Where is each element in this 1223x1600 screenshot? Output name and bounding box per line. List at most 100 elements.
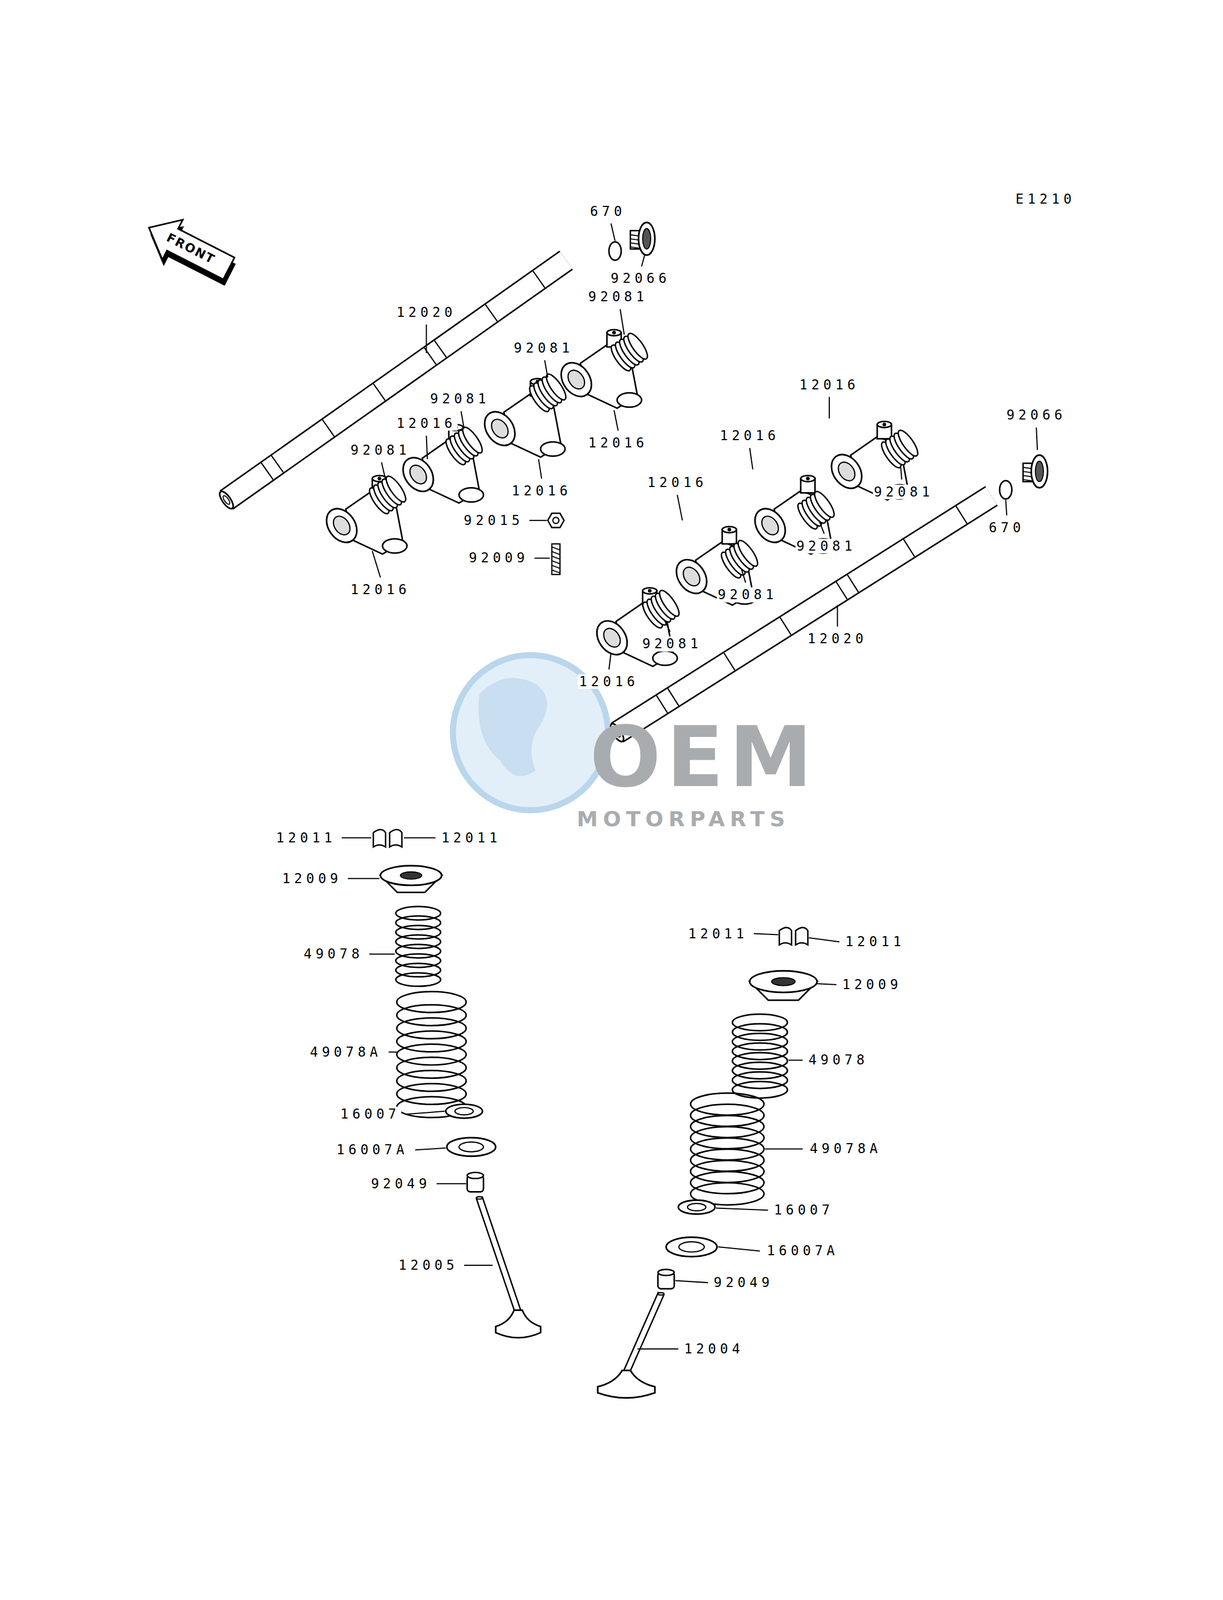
shaft-spring <box>526 371 569 414</box>
plug-symbol <box>1023 455 1048 488</box>
rocker-shaft <box>217 259 567 511</box>
rocker-bore <box>758 513 782 539</box>
valve-stem <box>476 1196 521 1313</box>
rocker-boss <box>670 553 714 599</box>
callout-number: 12005 <box>397 1257 460 1273</box>
shaft-groove <box>836 581 848 599</box>
callout-number: 92081 <box>716 587 779 602</box>
diagram-code: E1210 <box>1014 191 1077 206</box>
leader-line <box>544 360 548 378</box>
outer-valve-spring <box>396 991 466 1118</box>
shaft-spring <box>442 424 486 467</box>
leader-line <box>664 619 671 632</box>
shaft-outline <box>226 259 567 500</box>
spring-coil <box>895 427 921 459</box>
screw-thread <box>552 564 561 568</box>
screw-symbol <box>552 543 561 575</box>
callout-number: 49078 <box>807 1052 870 1067</box>
callout-number: 12016 <box>646 475 709 490</box>
leader-line <box>388 1051 398 1053</box>
shaft-groove <box>780 617 792 635</box>
callout-number: 12011 <box>274 829 337 845</box>
leader-line <box>641 254 645 267</box>
leader-line <box>1005 499 1007 515</box>
callout-number: 16007A <box>335 1142 410 1157</box>
direction-label: FRONT <box>163 230 219 268</box>
shaft-end <box>217 489 236 511</box>
leader-line <box>753 933 779 935</box>
rocker-boss <box>825 448 869 494</box>
leader-line <box>828 397 830 419</box>
retainer-hole <box>400 871 422 879</box>
valve-tip <box>658 1292 665 1295</box>
callout-number: 16007 <box>339 1106 401 1121</box>
nut-symbol <box>547 513 564 528</box>
shaft-body <box>226 259 567 500</box>
spring-coil <box>459 424 486 456</box>
callout-number: 92066 <box>1005 407 1068 423</box>
adjuster-hole <box>727 527 732 532</box>
screw-body <box>552 543 561 575</box>
callout-number: 92066 <box>609 271 672 286</box>
leader-line <box>608 653 612 670</box>
callout-number: 92081 <box>587 289 650 304</box>
plug-head <box>638 222 655 256</box>
callout-number: 12020 <box>806 631 869 646</box>
spring-coil <box>396 1017 466 1039</box>
valve-tip <box>476 1196 483 1199</box>
callout-number: 12016 <box>587 435 650 451</box>
spring-coil <box>732 1052 788 1070</box>
spring-coil <box>396 1043 466 1065</box>
leader-line <box>426 324 428 354</box>
leader-line <box>372 550 381 578</box>
plug-head-inner <box>1035 461 1044 482</box>
spring-coil <box>732 1061 788 1079</box>
spring-coil <box>811 488 838 520</box>
spring-coil <box>383 473 409 505</box>
leader-line <box>808 937 840 942</box>
outer-valve-spring <box>690 1092 765 1205</box>
stem-seal <box>467 1172 484 1192</box>
spring-coil <box>732 1032 788 1050</box>
rocker-bore <box>406 461 430 487</box>
spring-coil <box>396 1070 466 1091</box>
inner-valve-spring <box>732 1013 788 1098</box>
screw-thread <box>552 560 561 564</box>
spring-coil <box>732 1023 788 1041</box>
callout-number: 12020 <box>395 304 458 319</box>
leader-line <box>817 983 837 985</box>
screw-thread <box>552 546 561 550</box>
inner-valve-spring <box>395 906 441 986</box>
screw-thread <box>552 569 561 573</box>
shaft-groove <box>656 695 668 713</box>
seat-inner <box>458 1141 484 1152</box>
spring-coil <box>732 1013 788 1031</box>
plug-head <box>1031 455 1048 488</box>
leader-line <box>405 1110 446 1114</box>
valve-keepers <box>373 829 402 847</box>
valve-stem <box>623 1292 664 1374</box>
rocker-bore <box>679 563 704 589</box>
callout-number: 49078 <box>302 946 365 961</box>
adjuster-top <box>606 329 622 336</box>
nut-hex <box>547 513 564 528</box>
screw-thread <box>552 551 561 555</box>
plug-symbol <box>630 222 655 256</box>
rocker-boss <box>590 615 634 661</box>
rocker-pad <box>653 650 678 666</box>
callout-number: 12016 <box>510 483 573 499</box>
spring-coil <box>732 1081 788 1099</box>
shaft-groove <box>322 419 335 437</box>
seat-outer <box>446 1137 496 1156</box>
callout-number: 92015 <box>462 513 525 528</box>
intake-valve <box>597 1292 665 1398</box>
rocker-pad <box>458 487 484 502</box>
shaft-groove <box>261 462 274 480</box>
stem-seal <box>658 1268 675 1289</box>
keeper-half <box>373 829 386 847</box>
shaft-groove <box>955 505 968 524</box>
keeper-half <box>779 927 792 945</box>
spring-coil <box>396 1083 466 1104</box>
leader-line <box>529 519 547 521</box>
